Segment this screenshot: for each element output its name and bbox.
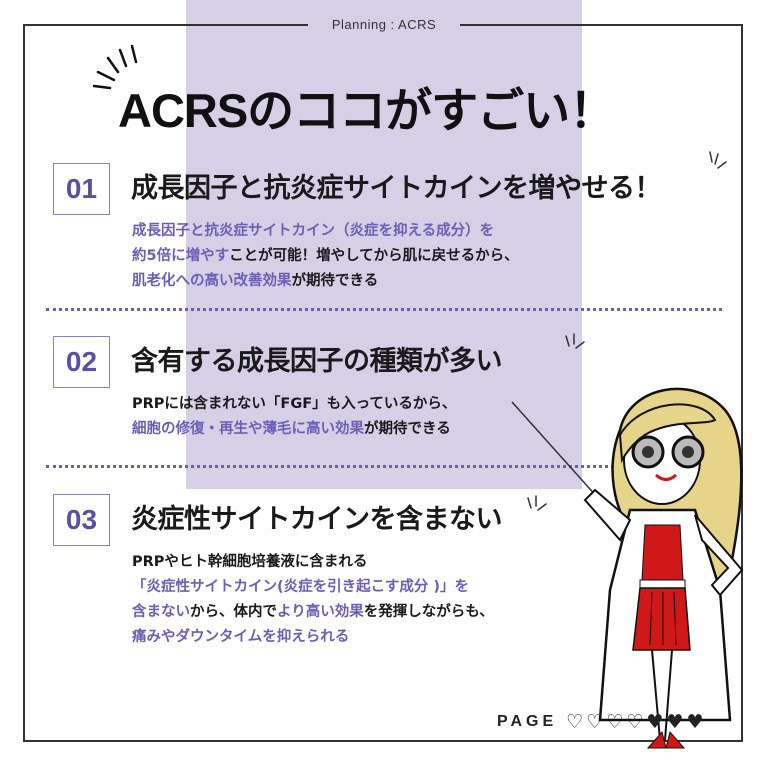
highlighted-text: 含まない bbox=[132, 604, 190, 620]
section-number: 03 bbox=[53, 494, 110, 546]
section-number: 01 bbox=[53, 163, 110, 215]
body-text: が期待できる bbox=[364, 421, 451, 437]
sparkle-icon bbox=[527, 495, 547, 511]
body-line: 含まないから、体内でより高い効果を発揮しながらも、 bbox=[132, 600, 494, 625]
body-line: 細胞の修復・再生や薄毛に高い効果が期待できる bbox=[132, 417, 456, 442]
header-label-gap bbox=[308, 18, 460, 30]
body-line: 約5倍に増やすことが可能！増やしてから肌に戻せるから、 bbox=[132, 244, 519, 269]
section-body: PRPやヒト幹細胞培養液に含まれる「炎症性サイトカイン(炎症を引き起こす成分 )… bbox=[132, 550, 494, 650]
section-divider bbox=[46, 308, 722, 311]
body-text: PRPやヒト幹細胞培養液に含まれる bbox=[132, 554, 368, 570]
heart-outline-icon: ♡ bbox=[626, 711, 644, 733]
heart-filled-icon: ♥ bbox=[686, 711, 704, 733]
section-number: 02 bbox=[53, 336, 110, 388]
highlighted-text: 成長因子と抗炎症サイトカイン（炎症を抑える成分）を bbox=[132, 223, 495, 239]
body-text: を発揮しながらも、 bbox=[363, 604, 494, 620]
highlighted-text: 「炎症性サイトカイン(炎症を引き起こす成分 )」を bbox=[132, 579, 470, 595]
section-body: 成長因子と抗炎症サイトカイン（炎症を抑える成分）を約5倍に増やすことが可能！増や… bbox=[132, 219, 519, 294]
heart-outline-icon: ♡ bbox=[586, 711, 604, 733]
page-label: PAGE bbox=[497, 713, 558, 730]
heart-outline-icon: ♡ bbox=[566, 711, 584, 733]
body-line: PRPやヒト幹細胞培養液に含まれる bbox=[132, 550, 494, 575]
highlighted-text: 肌老化への高い改善効果 bbox=[132, 273, 292, 289]
section-title: 含有する成長因子の種類が多い bbox=[131, 346, 503, 377]
body-text: が期待できる bbox=[291, 273, 379, 289]
page-title: ACRSのココがすごい！ bbox=[118, 84, 616, 137]
body-line: 「炎症性サイトカイン(炎症を引き起こす成分 )」を bbox=[132, 575, 494, 600]
body-text: PRPには含まれない「FGF」も入っているから、 bbox=[132, 396, 457, 412]
doctor-illustration bbox=[511, 387, 744, 749]
section-title: 炎症性サイトカインを含まない bbox=[131, 504, 503, 535]
body-text: から、体内で bbox=[190, 604, 277, 620]
section-divider bbox=[46, 465, 722, 468]
sparkle-icon bbox=[709, 151, 727, 169]
highlighted-text: より高い効果 bbox=[277, 604, 364, 620]
heart-filled-icon: ♥ bbox=[666, 711, 684, 733]
pointer-stick bbox=[511, 401, 599, 499]
section-body: PRPには含まれない「FGF」も入っているから、細胞の修復・再生や薄毛に高い効果… bbox=[132, 392, 456, 442]
sparkle-icon bbox=[565, 333, 585, 349]
body-text: ことが可能！増やしてから肌に戻せるから、 bbox=[229, 248, 519, 264]
highlighted-text: 細胞の修復・再生や薄毛に高い効果 bbox=[132, 421, 364, 437]
header-label-row: Planning : ACRS bbox=[0, 14, 768, 33]
section-title: 成長因子と抗炎症サイトカインを増やせる！ bbox=[131, 173, 662, 204]
pagination: PAGE ♡♡♡♡♥♥♥ bbox=[497, 712, 703, 732]
sparkle-icon bbox=[92, 44, 138, 90]
body-line: PRPには含まれない「FGF」も入っているから、 bbox=[132, 392, 456, 417]
body-line: 成長因子と抗炎症サイトカイン（炎症を抑える成分）を bbox=[132, 219, 519, 244]
highlighted-text: 痛みやダウンタイムを抑えられる bbox=[132, 629, 350, 645]
header-label: Planning : ACRS bbox=[331, 17, 437, 32]
highlighted-text: 約5倍に増やす bbox=[132, 248, 230, 264]
heart-filled-icon: ♥ bbox=[646, 711, 664, 733]
body-line: 肌老化への高い改善効果が期待できる bbox=[132, 269, 519, 294]
heart-outline-icon: ♡ bbox=[606, 711, 624, 733]
body-line: 痛みやダウンタイムを抑えられる bbox=[132, 625, 494, 650]
page-hearts: ♡♡♡♡♥♥♥ bbox=[566, 712, 703, 732]
